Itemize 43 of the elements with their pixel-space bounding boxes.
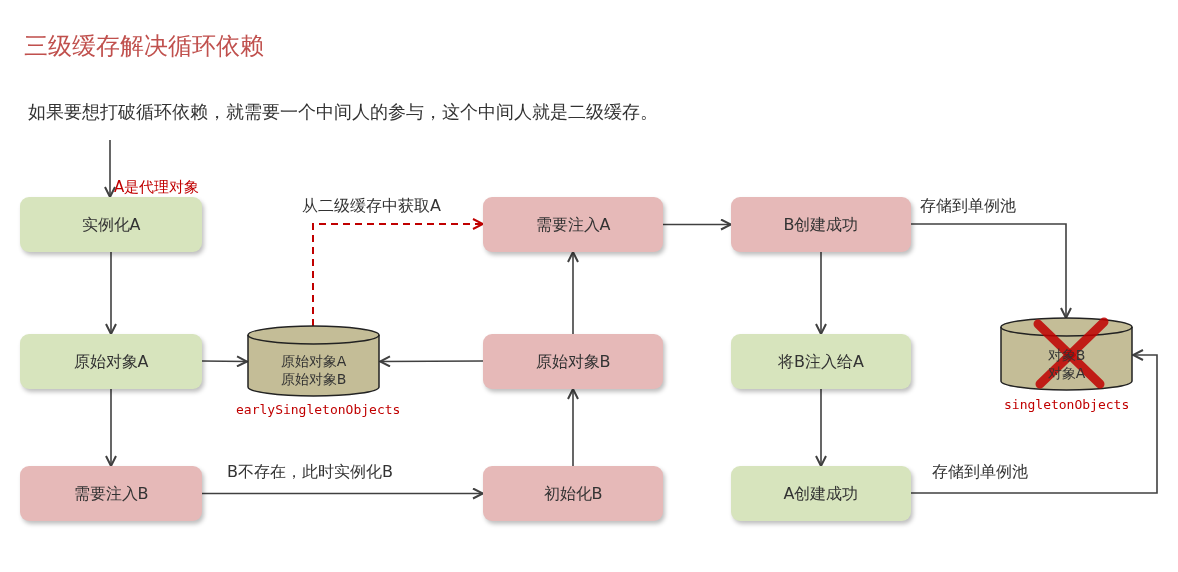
arrow — [201, 355, 248, 368]
process-box — [731, 197, 911, 252]
edge-label: B不存在，此时实例化B — [225, 462, 395, 483]
arrow — [662, 218, 732, 231]
dashed-arrow — [312, 218, 484, 327]
node-label: 初始化B — [543, 483, 603, 504]
caption-text: singletonObjects — [1004, 397, 1130, 412]
arrow — [379, 355, 484, 368]
process-box — [20, 197, 202, 252]
node-label: A创建成功 — [783, 483, 859, 504]
node-label: 原始对象A — [73, 351, 149, 372]
caption-text: A是代理对象 — [114, 178, 200, 197]
diagram-title: 三级缓存解决循环依赖 — [24, 31, 264, 62]
arrow — [815, 388, 827, 467]
process-box — [731, 466, 911, 521]
node-label: B创建成功 — [783, 214, 859, 235]
arrow — [105, 388, 117, 467]
arrow — [567, 251, 579, 335]
process-box — [20, 466, 202, 521]
edge-label: 存储到单例池 — [930, 462, 1030, 483]
node-label: 原始对象A — [280, 352, 347, 370]
edge-label: 存储到单例池 — [918, 196, 1018, 217]
node-label: 原始对象B — [535, 351, 611, 372]
process-box — [20, 334, 202, 389]
arrow — [567, 388, 579, 467]
arrow — [910, 349, 1158, 494]
process-box — [483, 197, 663, 252]
process-box — [483, 466, 663, 521]
note-text: 如果要想打破循环依赖，就需要一个中间人的参与，这个中间人就是二级缓存。 — [28, 100, 658, 124]
node-label: 需要注入B — [73, 483, 149, 504]
node-label: 需要注入A — [535, 214, 611, 235]
arrow — [201, 487, 484, 500]
arrow — [104, 139, 116, 198]
node-label: 对象B — [1047, 346, 1086, 364]
node-label: 实例化A — [81, 214, 141, 235]
arrow — [815, 251, 827, 335]
caption-text: earlySingletonObjects — [236, 402, 401, 417]
arrow — [105, 251, 117, 335]
node-label: 将B注入给A — [778, 351, 864, 372]
process-box — [731, 334, 911, 389]
node-label: 原始对象B — [280, 370, 347, 388]
arrow — [910, 223, 1072, 319]
process-box — [483, 334, 663, 389]
